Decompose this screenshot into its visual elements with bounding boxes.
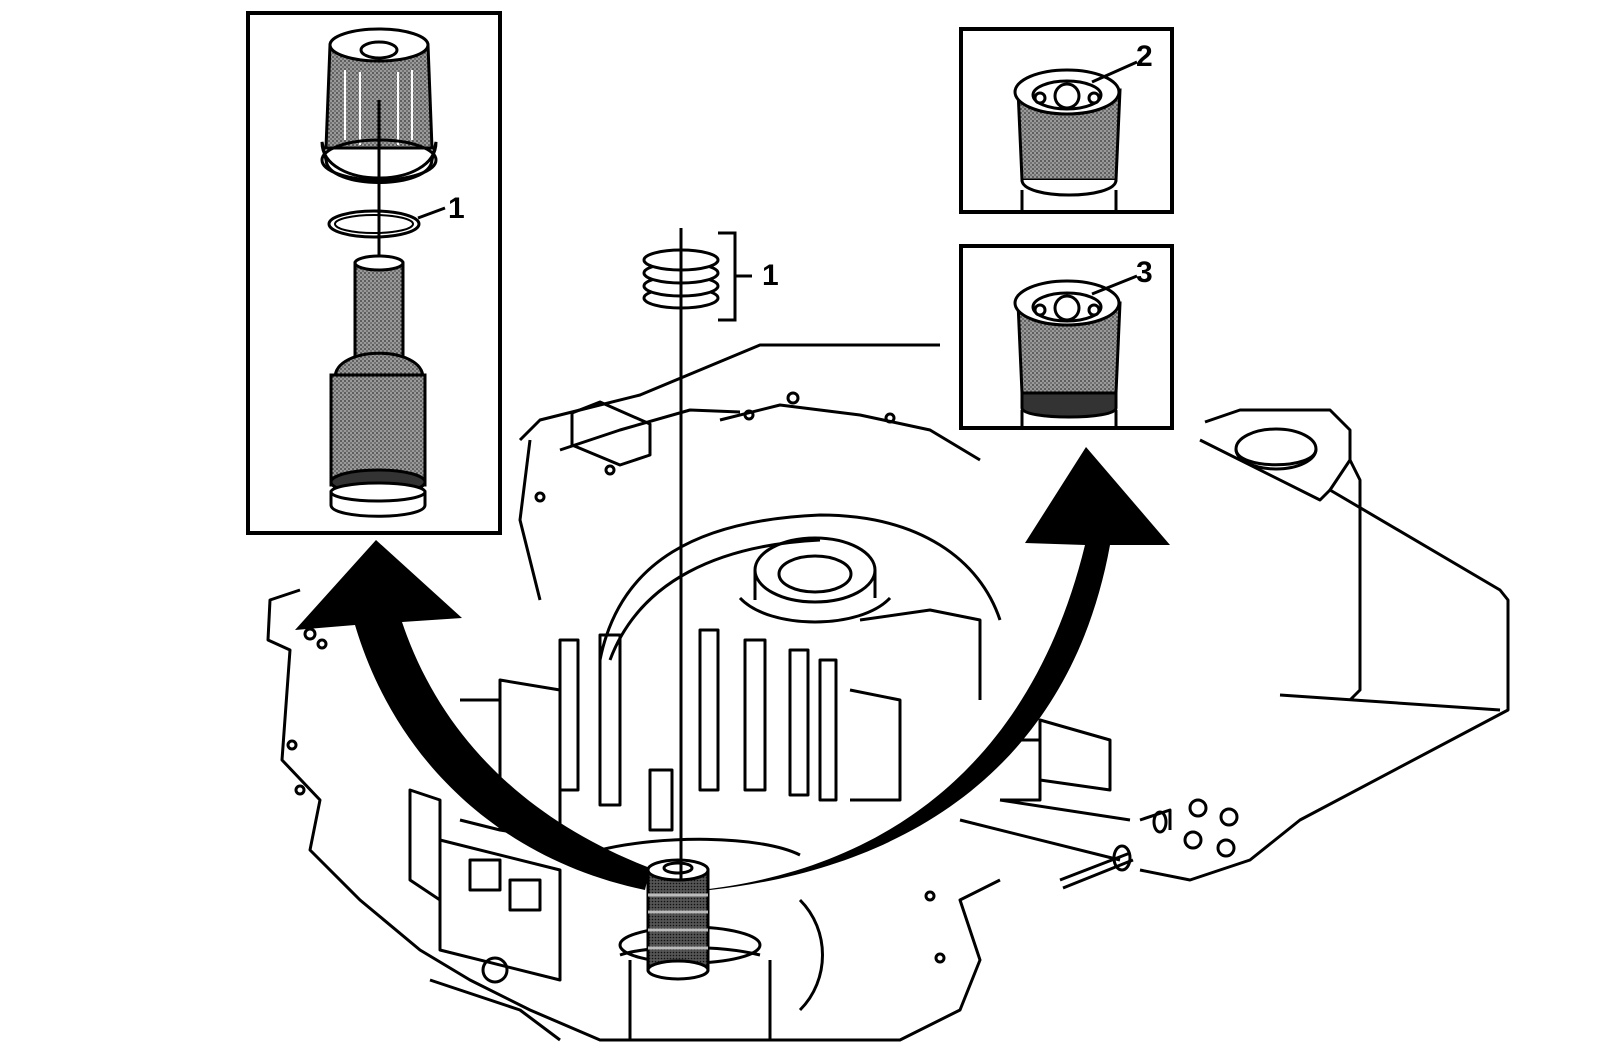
callout-3: 3 [1136,256,1153,289]
adapter-plate [959,408,1510,890]
transmission-case [266,343,1002,1042]
inset-panel-left: 1 [246,11,502,535]
o-ring [327,209,421,239]
accumulator-piston-installed [646,858,710,981]
callout-bracket [718,231,752,322]
curved-arrow-left [295,540,650,890]
inset-panel-top-right: 2 [959,27,1174,214]
callout-1-center: 1 [762,259,779,292]
callout-1-left-inset: 1 [448,192,465,225]
seal-rings-stack [642,228,720,315]
callout-2: 2 [1136,40,1153,73]
inset-panel-bottom-right: 3 [959,244,1174,430]
installer-tool-cap [320,27,438,184]
installer-tool-body [329,254,427,518]
curved-arrow-right [700,447,1170,890]
piston-view-2 [1013,68,1122,212]
piston-view-3 [1013,279,1122,428]
